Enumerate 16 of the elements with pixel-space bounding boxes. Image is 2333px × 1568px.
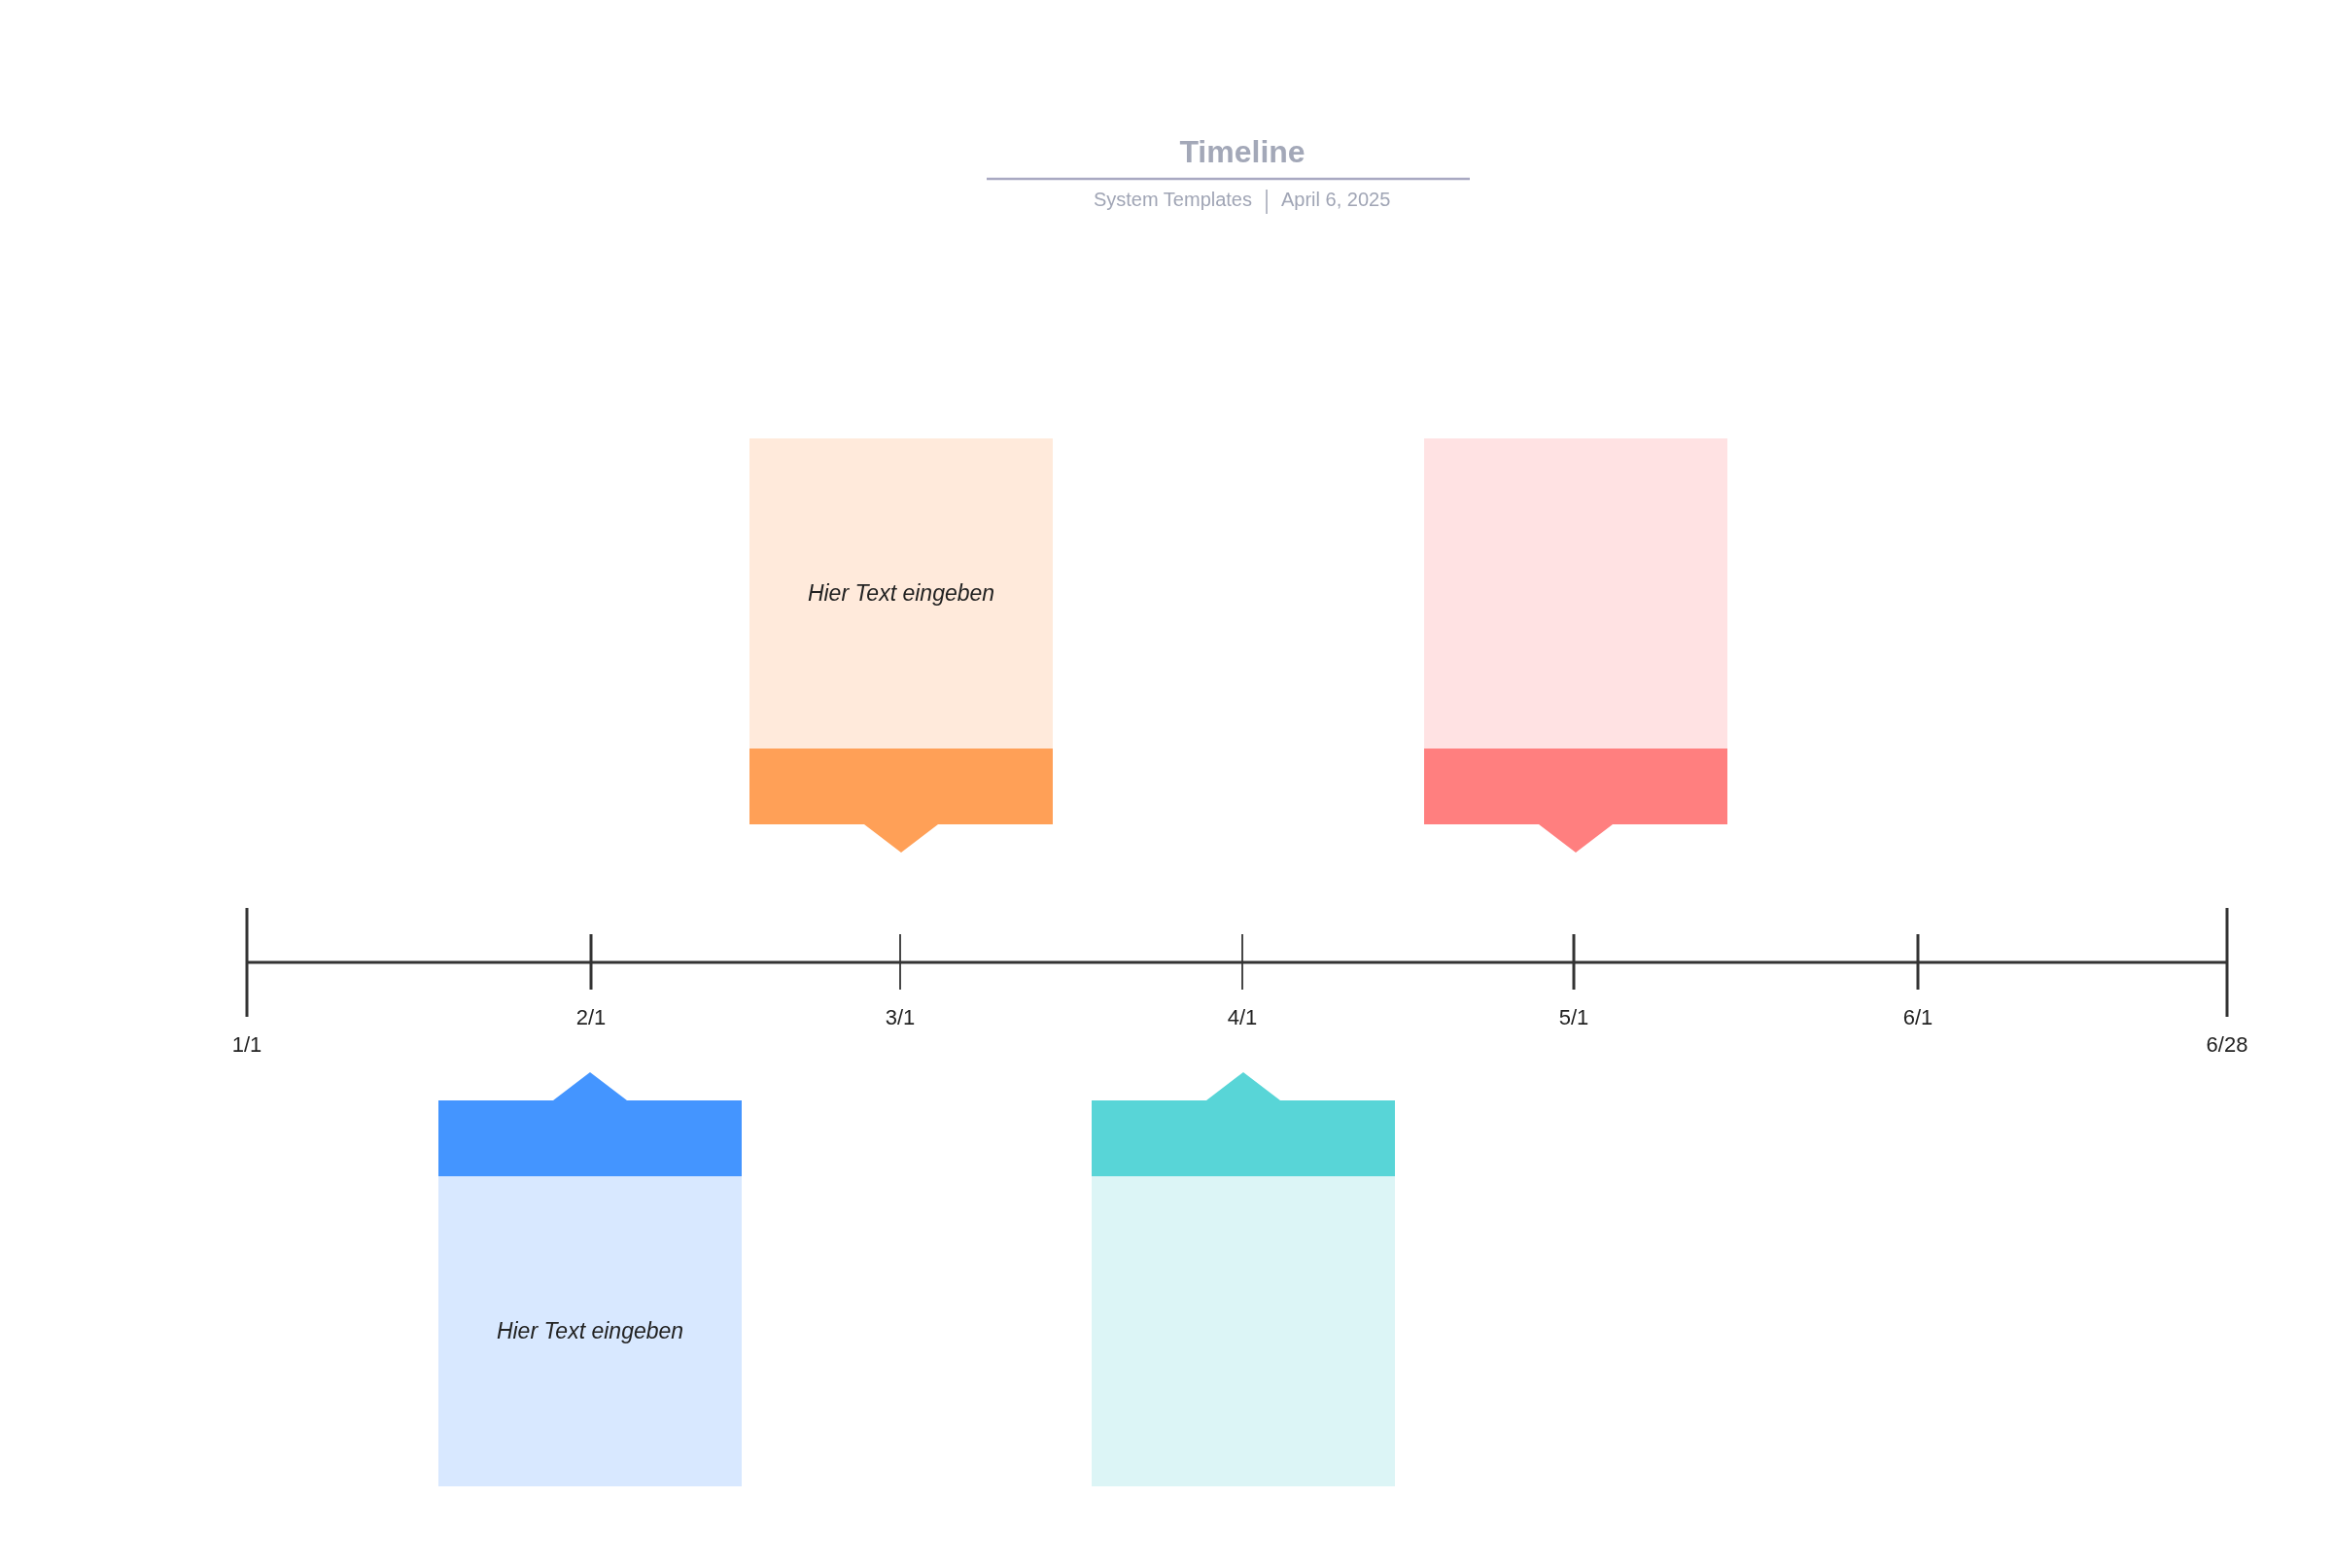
subtitle-text: System Templates (1093, 189, 1252, 211)
date-label: 1/1 (231, 1032, 262, 1058)
date-label: 6/1 (1902, 1005, 1933, 1030)
card-text: Hier Text eingeben (495, 1317, 685, 1344)
title: Timeline (1178, 134, 1306, 170)
event-card (1092, 1072, 1395, 1486)
date-label: 4/1 (1227, 1005, 1258, 1030)
card-text: Hier Text eingeben (806, 579, 996, 607)
date-label: 5/1 (1558, 1005, 1589, 1030)
subtitle-text: April 6, 2025 (1281, 189, 1391, 211)
date-label: 6/28 (2206, 1032, 2248, 1058)
date-label: 2/1 (575, 1005, 607, 1030)
event-card (749, 438, 1053, 853)
event-card (438, 1072, 742, 1486)
event-card (1424, 438, 1727, 853)
date-label: 3/1 (885, 1005, 916, 1030)
